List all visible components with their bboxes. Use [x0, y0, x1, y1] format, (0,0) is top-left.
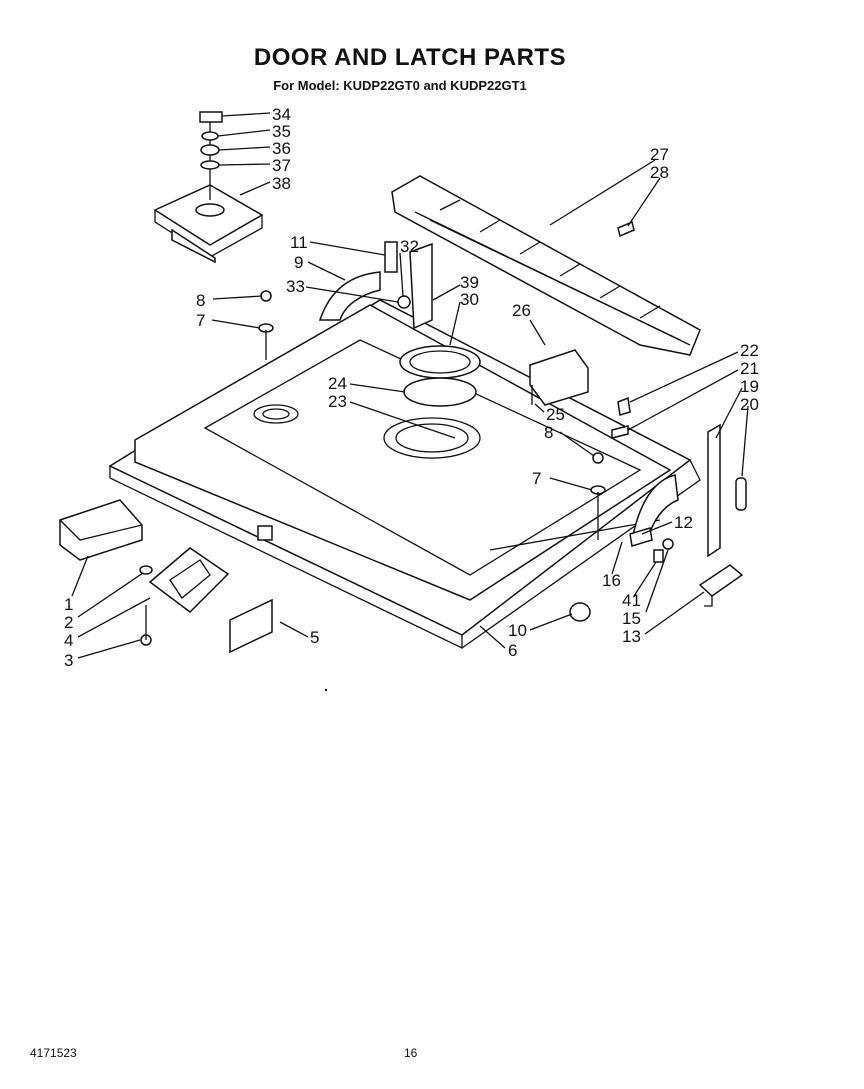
model-subtitle: For Model: KUDP22GT0 and KUDP22GT1 — [273, 78, 527, 93]
callout-32: 32 — [400, 237, 419, 256]
callout-3: 3 — [64, 651, 73, 670]
callout-24: 24 — [328, 374, 347, 393]
callout-labels: 34 35 36 37 38 27 28 11 32 9 39 30 8 33 … — [64, 105, 759, 670]
callout-34: 34 — [272, 105, 291, 124]
wash-arm-assembly — [384, 241, 481, 407]
left-bottom-parts — [59, 290, 606, 654]
callout-41: 41 — [622, 591, 641, 610]
callout-13: 13 — [622, 627, 641, 646]
callout-39: 39 — [460, 273, 479, 292]
callout-22: 22 — [740, 341, 759, 360]
callout-6: 6 — [508, 641, 517, 660]
callout-33: 33 — [286, 277, 305, 296]
callout-36: 36 — [272, 139, 291, 158]
callout-9: 9 — [294, 253, 303, 272]
callout-10: 10 — [508, 621, 527, 640]
vent-trim-part-27 — [391, 175, 701, 356]
dispenser-part-38 — [153, 111, 264, 264]
door-panel — [108, 299, 701, 650]
callout-19: 19 — [740, 377, 759, 396]
stray-dot — [324, 688, 328, 692]
callout-7-left: 7 — [196, 311, 205, 330]
callout-16: 16 — [602, 571, 621, 590]
callout-12: 12 — [674, 513, 693, 532]
callout-35: 35 — [272, 122, 291, 141]
page-number: 16 — [404, 1046, 418, 1060]
callout-25: 25 — [546, 405, 565, 424]
callout-26: 26 — [512, 301, 531, 320]
callout-23: 23 — [328, 392, 347, 411]
document-number: 4171523 — [30, 1046, 77, 1060]
callout-20: 20 — [740, 395, 759, 414]
callout-5: 5 — [310, 628, 319, 647]
callout-8-right: 8 — [544, 423, 553, 442]
callout-8-left: 8 — [196, 291, 205, 310]
callout-4: 4 — [64, 631, 73, 650]
callout-37: 37 — [272, 156, 291, 175]
leader-lines — [71, 112, 749, 659]
callout-21: 21 — [740, 359, 759, 378]
callout-28: 28 — [650, 163, 669, 182]
callout-7-right: 7 — [532, 469, 541, 488]
callout-27: 27 — [650, 145, 669, 164]
screw-part-28 — [617, 220, 635, 238]
callout-2: 2 — [64, 613, 73, 632]
callout-30: 30 — [460, 290, 479, 309]
hinge-arms — [318, 271, 679, 541]
callout-11: 11 — [290, 233, 308, 252]
right-side-parts — [529, 349, 747, 558]
callout-1: 1 — [64, 595, 73, 614]
callout-15: 15 — [622, 609, 641, 628]
callout-38: 38 — [272, 174, 291, 193]
page-title: DOOR AND LATCH PARTS — [253, 44, 567, 71]
